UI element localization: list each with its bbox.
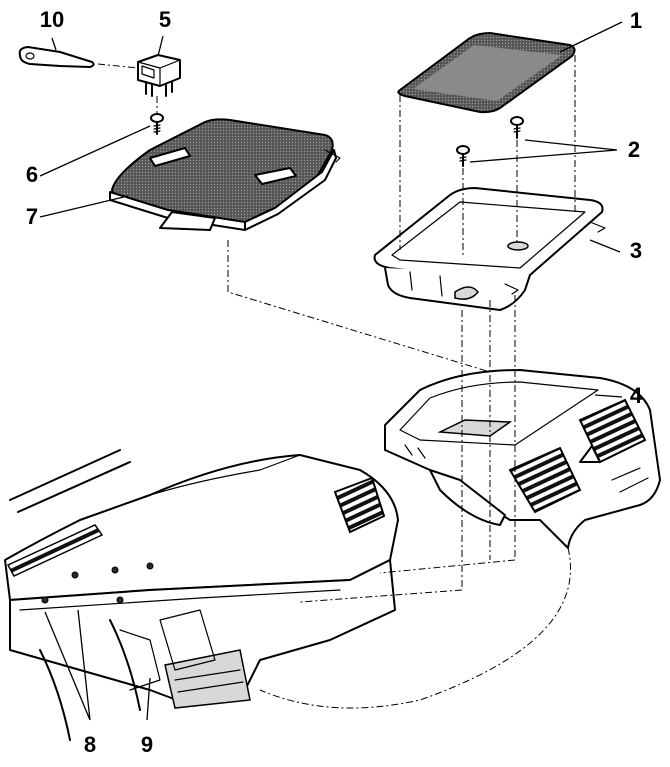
- part-3-storage-tray: [373, 187, 606, 311]
- callout-4: 4: [630, 383, 643, 408]
- part-7-cover-lid: [109, 118, 341, 231]
- callout-9: 9: [141, 732, 153, 757]
- part-6-screw: [150, 113, 164, 135]
- callout-7: 7: [26, 204, 38, 229]
- callout-labels: 1 2 3 4 5 6 7 8 9 10: [26, 7, 643, 757]
- callout-8: 8: [84, 732, 96, 757]
- callout-10: 10: [40, 7, 64, 32]
- assembly-guide-lines: [97, 55, 576, 709]
- dashboard-screw-points: [41, 562, 154, 604]
- dashboard-assembly: [4, 449, 399, 741]
- part-1-gasket: [397, 31, 576, 114]
- leader-lines: [39, 21, 623, 721]
- part-2-screws: [456, 116, 524, 167]
- callout-2: 2: [628, 137, 640, 162]
- part-10-removal-tool: [18, 46, 95, 68]
- callout-3: 3: [630, 238, 642, 263]
- part-5-switch: [137, 54, 181, 97]
- callout-6: 6: [26, 162, 38, 187]
- callout-1: 1: [630, 8, 642, 33]
- callout-5: 5: [159, 7, 171, 32]
- part-4-center-bezel: [384, 369, 661, 549]
